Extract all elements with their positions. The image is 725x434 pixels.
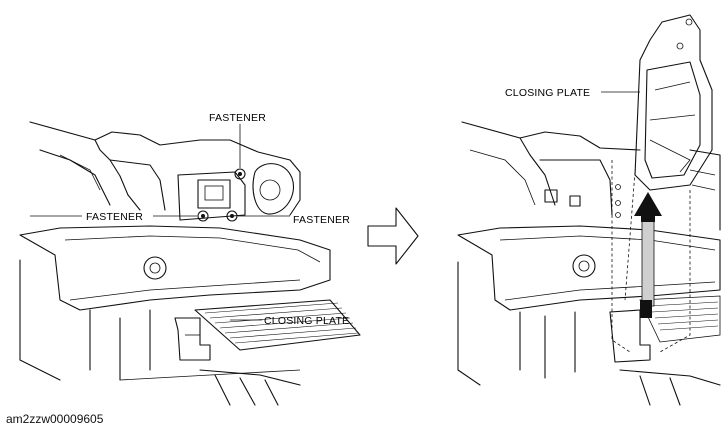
step-arrow-icon: [367, 207, 419, 265]
right-panel-illustration: [457, 14, 721, 406]
label-fastener-top: FASTENER: [209, 112, 266, 124]
label-fastener-left: FASTENER: [86, 211, 143, 223]
label-closing-plate-right: CLOSING PLATE: [505, 87, 590, 99]
left-panel-illustration: [19, 121, 361, 406]
label-fastener-right: FASTENER: [293, 214, 350, 226]
label-closing-plate-left: CLOSING PLATE: [264, 315, 349, 327]
figure-caption: am2zzw00009605: [6, 412, 104, 426]
